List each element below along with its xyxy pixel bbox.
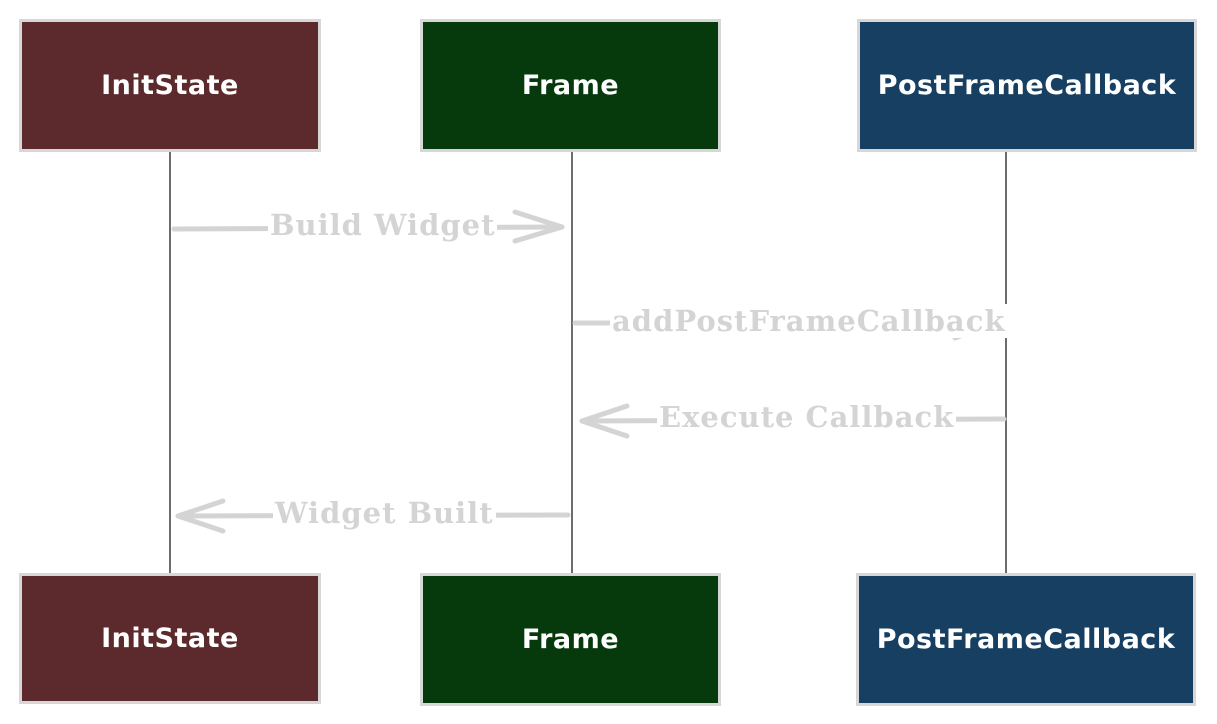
label-build-widget: Build Widget (268, 208, 498, 242)
participant-frame-bottom: Frame (420, 573, 721, 706)
label-add-post-frame-callback: addPostFrameCallback (610, 304, 1008, 338)
participant-postframecallback-bottom: PostFrameCallback (856, 573, 1196, 706)
label-widget-built: Widget Built (273, 496, 496, 530)
label-execute-callback: Execute Callback (657, 400, 957, 434)
participant-initstate-top: InitState (19, 19, 321, 152)
participant-initstate-bottom: InitState (19, 573, 321, 704)
participant-postframecallback-top: PostFrameCallback (857, 19, 1197, 152)
participant-frame-top: Frame (420, 19, 721, 152)
